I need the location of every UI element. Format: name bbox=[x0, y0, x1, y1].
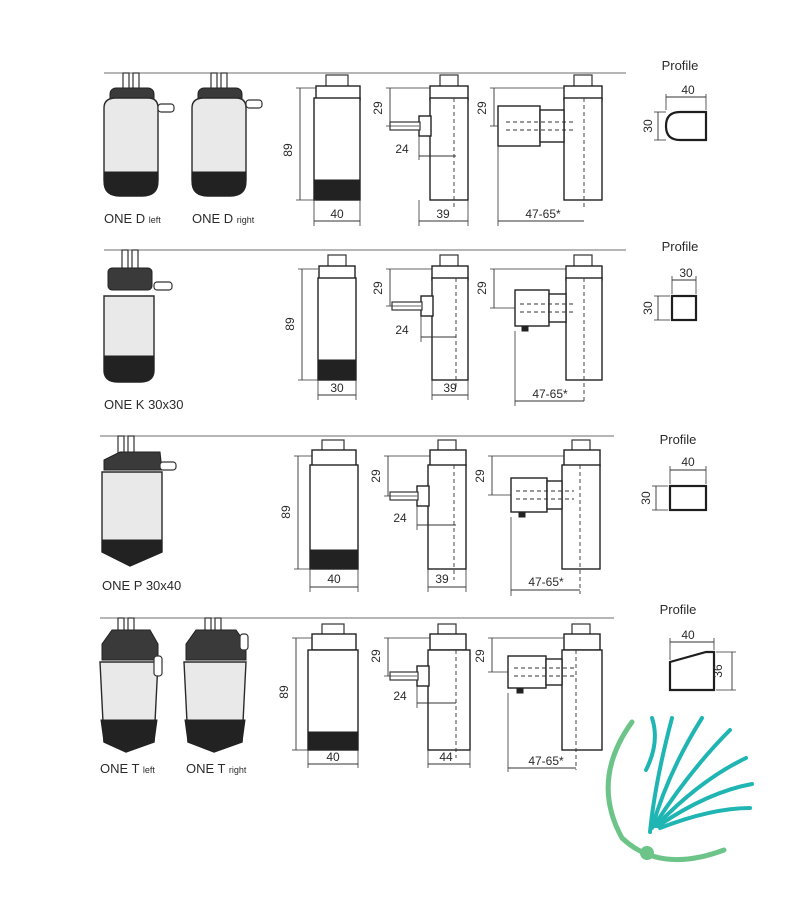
profile-width: 40 bbox=[681, 455, 695, 469]
row-one-k: ONE K 30x30 89 30 bbox=[103, 239, 699, 412]
top-offset-dimension: 29 bbox=[371, 101, 385, 115]
side-view: 29 24 39 bbox=[371, 74, 469, 226]
height-dimension: 89 bbox=[283, 317, 297, 331]
front-view: 89 30 bbox=[283, 254, 357, 400]
unit-render-right bbox=[191, 72, 263, 197]
top-offset-dimension: 29 bbox=[473, 469, 487, 483]
dandelion-seed-logo-icon bbox=[605, 716, 754, 863]
side-view: 29 24 39 bbox=[371, 254, 469, 400]
installed-view: 29 47-65* bbox=[475, 254, 603, 406]
installed-view: 29 47-65* bbox=[475, 74, 603, 226]
model-label: ONE P 30x40 bbox=[102, 578, 181, 593]
front-view: 89 40 bbox=[277, 623, 359, 768]
installation-range-dimension: 47-65* bbox=[528, 754, 564, 768]
profile-diagram: Profile 40 30 bbox=[641, 58, 708, 142]
front-width-dimension: 40 bbox=[330, 207, 344, 221]
model-label: ONE D left bbox=[104, 211, 161, 226]
row-one-p: ONE P 30x40 89 40 bbox=[100, 432, 708, 596]
model-label: ONE D right bbox=[192, 211, 255, 226]
side-view: 29 24 44 bbox=[369, 623, 471, 768]
top-offset-dimension: 29 bbox=[475, 281, 489, 295]
depth-dimension: 39 bbox=[436, 207, 450, 221]
profile-height: 36 bbox=[711, 664, 725, 678]
profile-width: 40 bbox=[681, 628, 695, 642]
installation-range-dimension: 47-65* bbox=[532, 387, 568, 401]
unit-render-left bbox=[103, 72, 175, 197]
profile-height: 30 bbox=[641, 119, 655, 133]
profile-shape-d bbox=[664, 110, 708, 142]
installed-view: 29 47-65* bbox=[473, 439, 601, 596]
profile-shape-trapezoid bbox=[668, 650, 716, 692]
profile-width: 30 bbox=[679, 266, 693, 280]
depth-dimension: 44 bbox=[439, 750, 453, 764]
profile-height: 30 bbox=[641, 301, 655, 315]
front-view: 89 40 bbox=[279, 439, 359, 592]
row-one-d: ONE D left ONE D right 89 40 bbox=[103, 58, 708, 226]
profile-width: 40 bbox=[681, 83, 695, 97]
profile-height: 30 bbox=[639, 491, 653, 505]
profile-title: Profile bbox=[660, 602, 697, 617]
pin-dimension: 24 bbox=[393, 511, 407, 525]
model-label: ONE K 30x30 bbox=[104, 397, 184, 412]
top-offset-dimension: 29 bbox=[371, 281, 385, 295]
unit-render bbox=[103, 249, 173, 383]
pin-dimension: 24 bbox=[395, 142, 409, 156]
depth-dimension: 39 bbox=[435, 572, 449, 586]
unit-render-left bbox=[99, 617, 163, 753]
installation-range-dimension: 47-65* bbox=[525, 207, 561, 221]
profile-diagram: Profile 40 36 bbox=[660, 602, 736, 692]
installed-view: 29 47-65* bbox=[473, 623, 603, 772]
profile-title: Profile bbox=[660, 432, 697, 447]
profile-diagram: Profile 40 30 bbox=[639, 432, 708, 512]
height-dimension: 89 bbox=[281, 143, 295, 157]
depth-dimension: 39 bbox=[443, 381, 457, 395]
front-view: 89 40 bbox=[281, 74, 361, 226]
installation-range-dimension: 47-65* bbox=[528, 575, 564, 589]
profile-shape-rect bbox=[668, 484, 708, 512]
profile-title: Profile bbox=[662, 58, 699, 73]
top-offset-dimension: 29 bbox=[369, 649, 383, 663]
front-width-dimension: 40 bbox=[327, 572, 341, 586]
height-dimension: 89 bbox=[277, 685, 291, 699]
height-dimension: 89 bbox=[279, 505, 293, 519]
side-view: 29 24 39 bbox=[369, 439, 467, 592]
top-offset-dimension: 29 bbox=[475, 101, 489, 115]
unit-render bbox=[101, 435, 177, 567]
front-width-dimension: 40 bbox=[326, 750, 340, 764]
pin-dimension: 24 bbox=[393, 689, 407, 703]
row-one-t: ONE T left ONE T right 89 40 bbox=[99, 602, 736, 776]
profile-shape-square bbox=[670, 294, 698, 322]
model-label: ONE T right bbox=[186, 761, 247, 776]
front-width-dimension: 30 bbox=[330, 381, 344, 395]
profile-diagram: Profile 30 30 bbox=[641, 239, 699, 322]
profile-title: Profile bbox=[662, 239, 699, 254]
top-offset-dimension: 29 bbox=[473, 649, 487, 663]
model-label: ONE T left bbox=[100, 761, 155, 776]
pin-dimension: 24 bbox=[395, 323, 409, 337]
top-offset-dimension: 29 bbox=[369, 469, 383, 483]
unit-render-right bbox=[183, 617, 249, 753]
